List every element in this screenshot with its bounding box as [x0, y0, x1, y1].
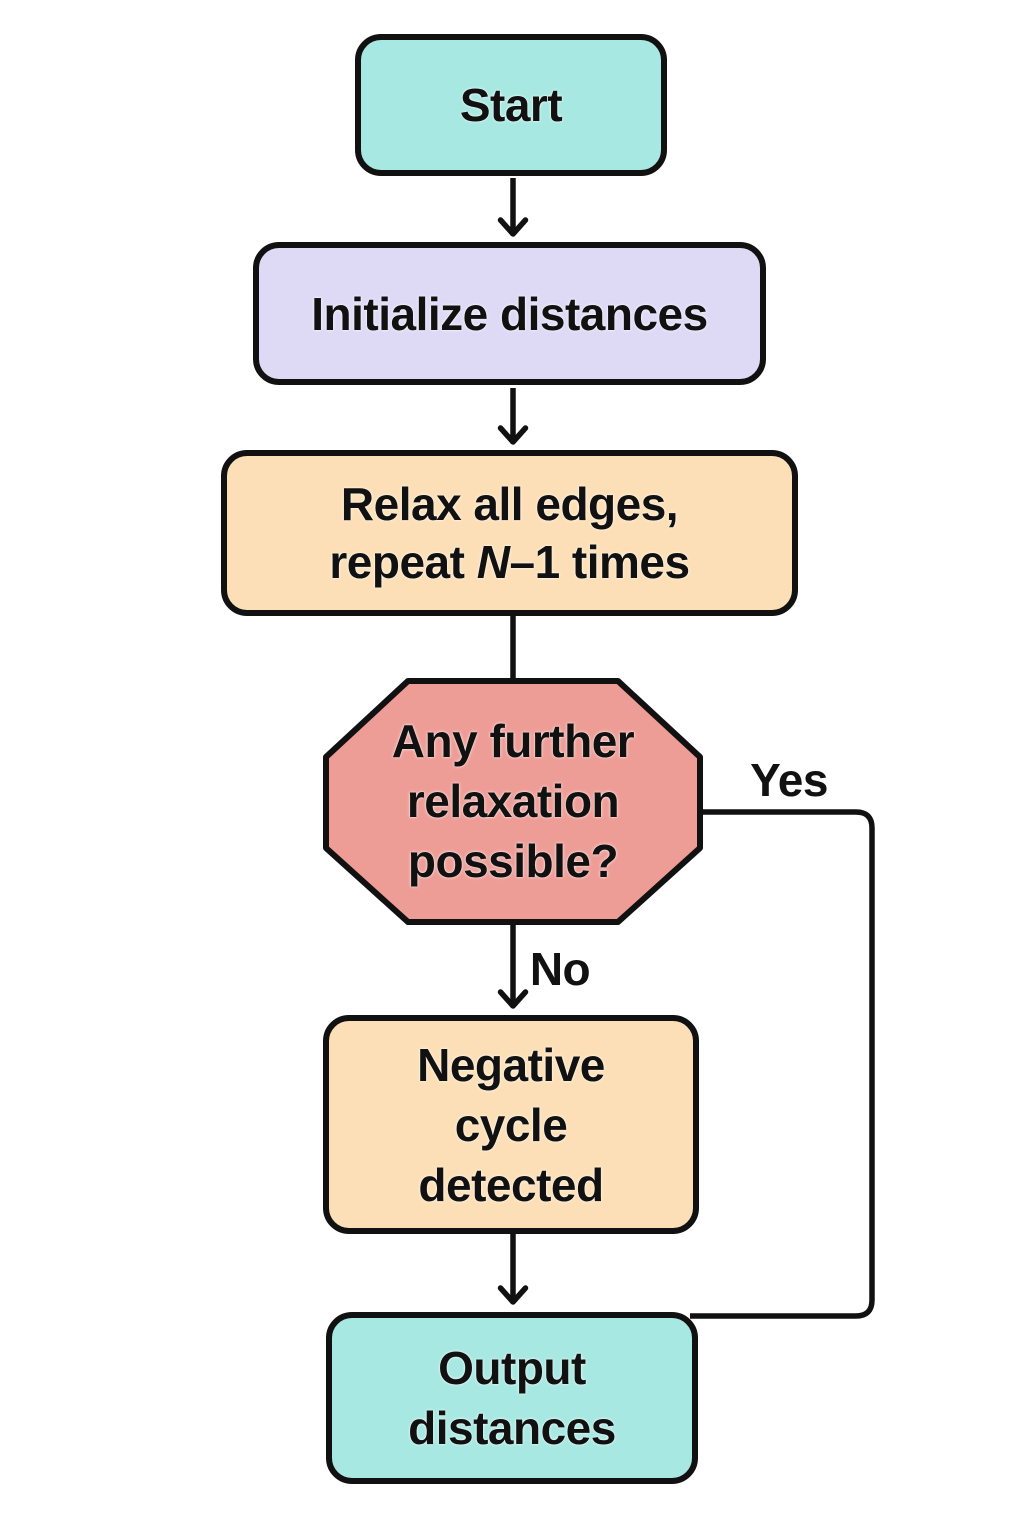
node-decision-line2: relaxation	[406, 775, 620, 827]
node-negative-cycle-line1: Negative	[417, 1038, 605, 1091]
node-decision-label: Any further relaxation possible?	[343, 701, 683, 901]
node-output-distances-line2: distances	[408, 1402, 616, 1454]
node-output-distances: Output distances	[326, 1312, 698, 1484]
node-relax-edges: Relax all edges, repeat N–1 times	[221, 450, 798, 616]
node-relax-edges-line2: repeat N–1 times	[329, 536, 690, 588]
node-start-label: Start	[459, 79, 563, 131]
variable-n: N	[476, 536, 510, 588]
node-negative-cycle-line2: cycle	[454, 1098, 568, 1151]
edge-decision-yes-to-output	[690, 809, 875, 1319]
node-start: Start	[355, 34, 667, 176]
edge-label-no: No	[529, 943, 591, 995]
node-negative-cycle-detected: Negative cycle detected	[323, 1015, 699, 1234]
node-relax-edges-line1: Relax all edges,	[340, 478, 679, 530]
node-decision-shape	[323, 678, 703, 925]
node-initialize-distances-label: Initialize distances	[311, 287, 708, 340]
node-output-distances-line1: Output	[438, 1342, 586, 1394]
node-negative-cycle-line3: detected	[418, 1158, 604, 1211]
node-decision-line3: possible?	[407, 835, 619, 887]
edge-label-yes: Yes	[750, 754, 828, 806]
node-initialize-distances: Initialize distances	[253, 242, 766, 385]
node-decision-line1: Any further	[391, 715, 635, 767]
